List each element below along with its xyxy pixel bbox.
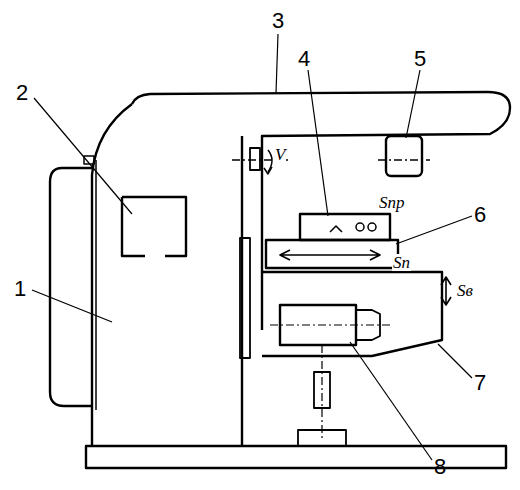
motion-symbol: Sпр: [378, 194, 406, 211]
callout-number: 8: [434, 456, 446, 478]
column: [92, 104, 132, 446]
screw: [356, 223, 364, 231]
callout-number: 1: [14, 278, 26, 300]
callout-number: 5: [414, 48, 426, 70]
leader-lines: [32, 34, 472, 460]
elevating-screw: [314, 372, 330, 408]
column-ways: [240, 238, 250, 358]
callout-number: 6: [474, 204, 486, 226]
gearbox-axis: [270, 324, 392, 325]
vertical-feed-arrow: [441, 277, 451, 305]
callout-number: 2: [16, 82, 28, 104]
knee: [262, 272, 442, 356]
control-panel: [122, 197, 186, 256]
t-slot: [330, 226, 342, 232]
callout-number: 4: [298, 48, 310, 70]
column-face: [241, 136, 243, 446]
table: [300, 214, 390, 240]
screw-support: [298, 430, 346, 446]
callout-number: 7: [474, 372, 486, 394]
spindle: [250, 148, 260, 170]
motion-symbol: Sп: [392, 254, 411, 271]
motion-symbol: V: [274, 146, 286, 163]
motor-housing: [50, 168, 92, 406]
saddle: [266, 240, 398, 268]
arbor-support: [386, 136, 422, 176]
overarm: [132, 92, 510, 330]
callout-number: 3: [272, 10, 284, 32]
motion-symbol: Sв: [456, 282, 474, 299]
arbor-axis: [378, 159, 430, 161]
cross-feed-arrow: [280, 250, 380, 260]
rotation-arrow-head: [264, 167, 272, 174]
motor-flange: [95, 160, 97, 410]
screw-axis: [321, 345, 322, 438]
screw: [368, 223, 376, 231]
